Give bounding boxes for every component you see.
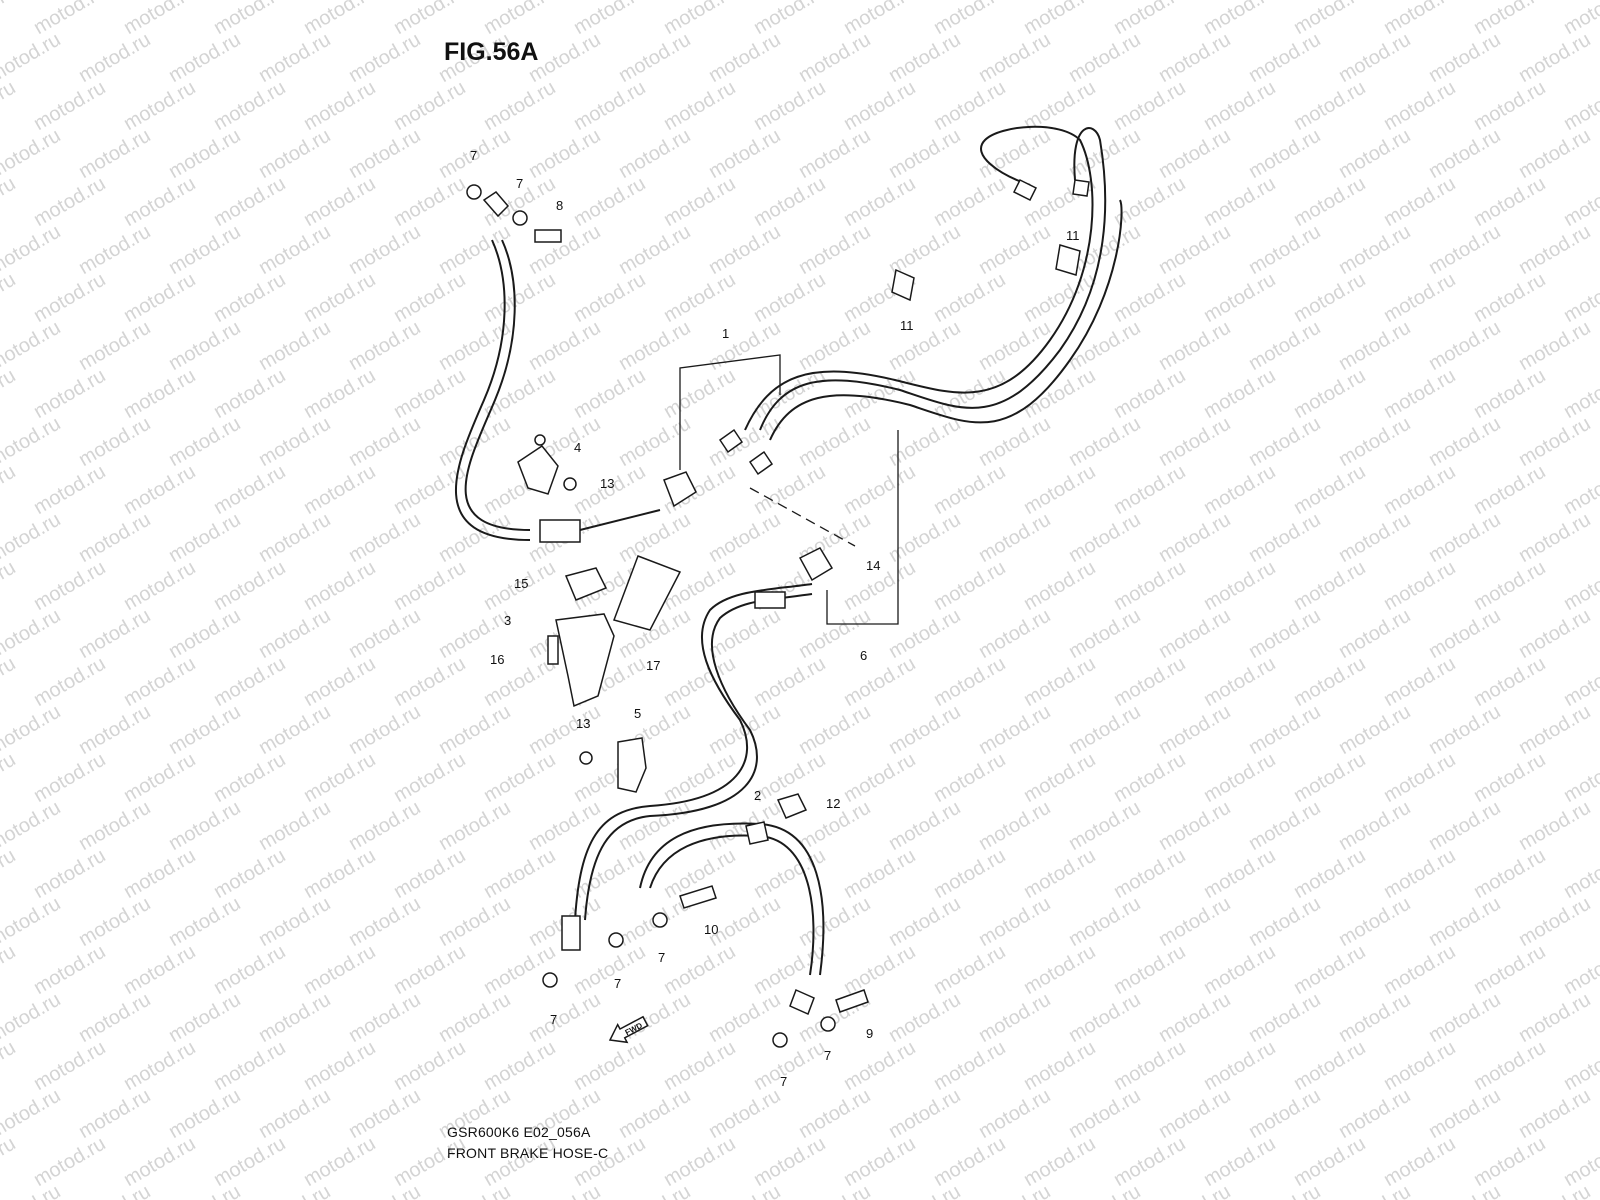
bracket-3 <box>555 613 615 708</box>
callout-2: 2 <box>754 788 761 803</box>
callout-6: 6 <box>860 648 867 663</box>
callout-16: 16 <box>490 652 504 667</box>
washer-7-bottom-c <box>772 1032 788 1048</box>
callout-11-a: 11 <box>1066 228 1080 243</box>
grommet-4 <box>534 434 546 446</box>
brake-pipe-a <box>759 127 1107 431</box>
callout-13-a: 13 <box>600 476 614 491</box>
callout-11-b: 11 <box>900 318 914 333</box>
callout-14: 14 <box>866 558 880 573</box>
bracket-4 <box>517 444 559 495</box>
callout-8: 8 <box>556 198 563 213</box>
clamp-11-upper <box>1055 244 1081 276</box>
callout-9: 9 <box>866 1026 873 1041</box>
callout-7-c: 7 <box>550 1012 557 1027</box>
hose-upper-left-inner <box>454 239 531 541</box>
leader-bracket-6 <box>826 430 899 625</box>
bolt-9 <box>835 989 869 1013</box>
pipe-end-fitting-b <box>1072 179 1090 197</box>
bolt-13-upper <box>563 477 577 491</box>
hose-lower-main <box>574 583 813 921</box>
forward-arrow-icon: FWD <box>608 1015 649 1044</box>
hose-joint-left <box>579 509 661 531</box>
washer-7-bottom-d <box>820 1016 836 1032</box>
bolt-10 <box>679 885 717 909</box>
pipe-fitting-right <box>748 450 774 476</box>
callout-17: 17 <box>646 658 660 673</box>
washer-7-bottom-b <box>608 932 624 948</box>
hose-upper-left <box>464 239 531 531</box>
bracket-5 <box>617 737 647 793</box>
washer-7-top-a <box>466 184 482 200</box>
callout-12: 12 <box>826 796 840 811</box>
brake-pipe-b <box>744 125 1094 431</box>
figure-name: FRONT BRAKE HOSE-C <box>447 1145 609 1161</box>
pipe-fitting-left <box>718 428 744 454</box>
figure-title: FIG.56A <box>444 38 539 66</box>
callout-4: 4 <box>574 440 581 455</box>
callout-5: 5 <box>634 706 641 721</box>
brake-pipe-c <box>769 199 1123 441</box>
clamp-11-lower <box>891 268 915 302</box>
callout-7-a: 7 <box>470 148 477 163</box>
hose-lower-main-inner <box>584 593 813 921</box>
hose-fitting-left <box>539 519 581 543</box>
callout-7-g: 7 <box>824 1048 831 1063</box>
washer-7-bottom-a <box>542 972 558 988</box>
callout-13-b: 13 <box>576 716 590 731</box>
leader-bracket-1 <box>679 354 781 470</box>
callout-15: 15 <box>514 576 528 591</box>
hose-fitting-lower <box>754 591 786 609</box>
callout-7-b: 7 <box>516 176 523 191</box>
bolt-16 <box>547 635 559 665</box>
clip-12 <box>776 793 808 819</box>
callout-7-e: 7 <box>658 950 665 965</box>
clamp-15 <box>564 567 608 601</box>
three-way-joint-lower <box>798 547 834 582</box>
callout-3: 3 <box>504 613 511 628</box>
pipe-end-fitting-a <box>1012 178 1038 202</box>
hose-lower-second <box>639 822 825 976</box>
washer-7-top-b <box>512 210 528 226</box>
callout-10: 10 <box>704 922 718 937</box>
callout-7-f: 7 <box>780 1074 787 1089</box>
washer-7-mid <box>652 912 668 928</box>
three-way-joint-upper <box>663 471 697 508</box>
banjo-top-left <box>482 191 510 218</box>
callout-1: 1 <box>722 326 729 341</box>
hose-lower-second-inner <box>649 834 815 976</box>
leader-dashed <box>749 487 856 547</box>
bolt-13-lower <box>579 751 593 765</box>
banjo-bottom-right <box>789 988 815 1016</box>
clamp-2 <box>745 821 769 845</box>
figure-code: GSR600K6 E02_056A <box>447 1124 591 1140</box>
bolt-8 <box>534 229 562 243</box>
callout-7-d: 7 <box>614 976 621 991</box>
label-17 <box>613 555 682 631</box>
banjo-bottom-left <box>561 915 581 951</box>
